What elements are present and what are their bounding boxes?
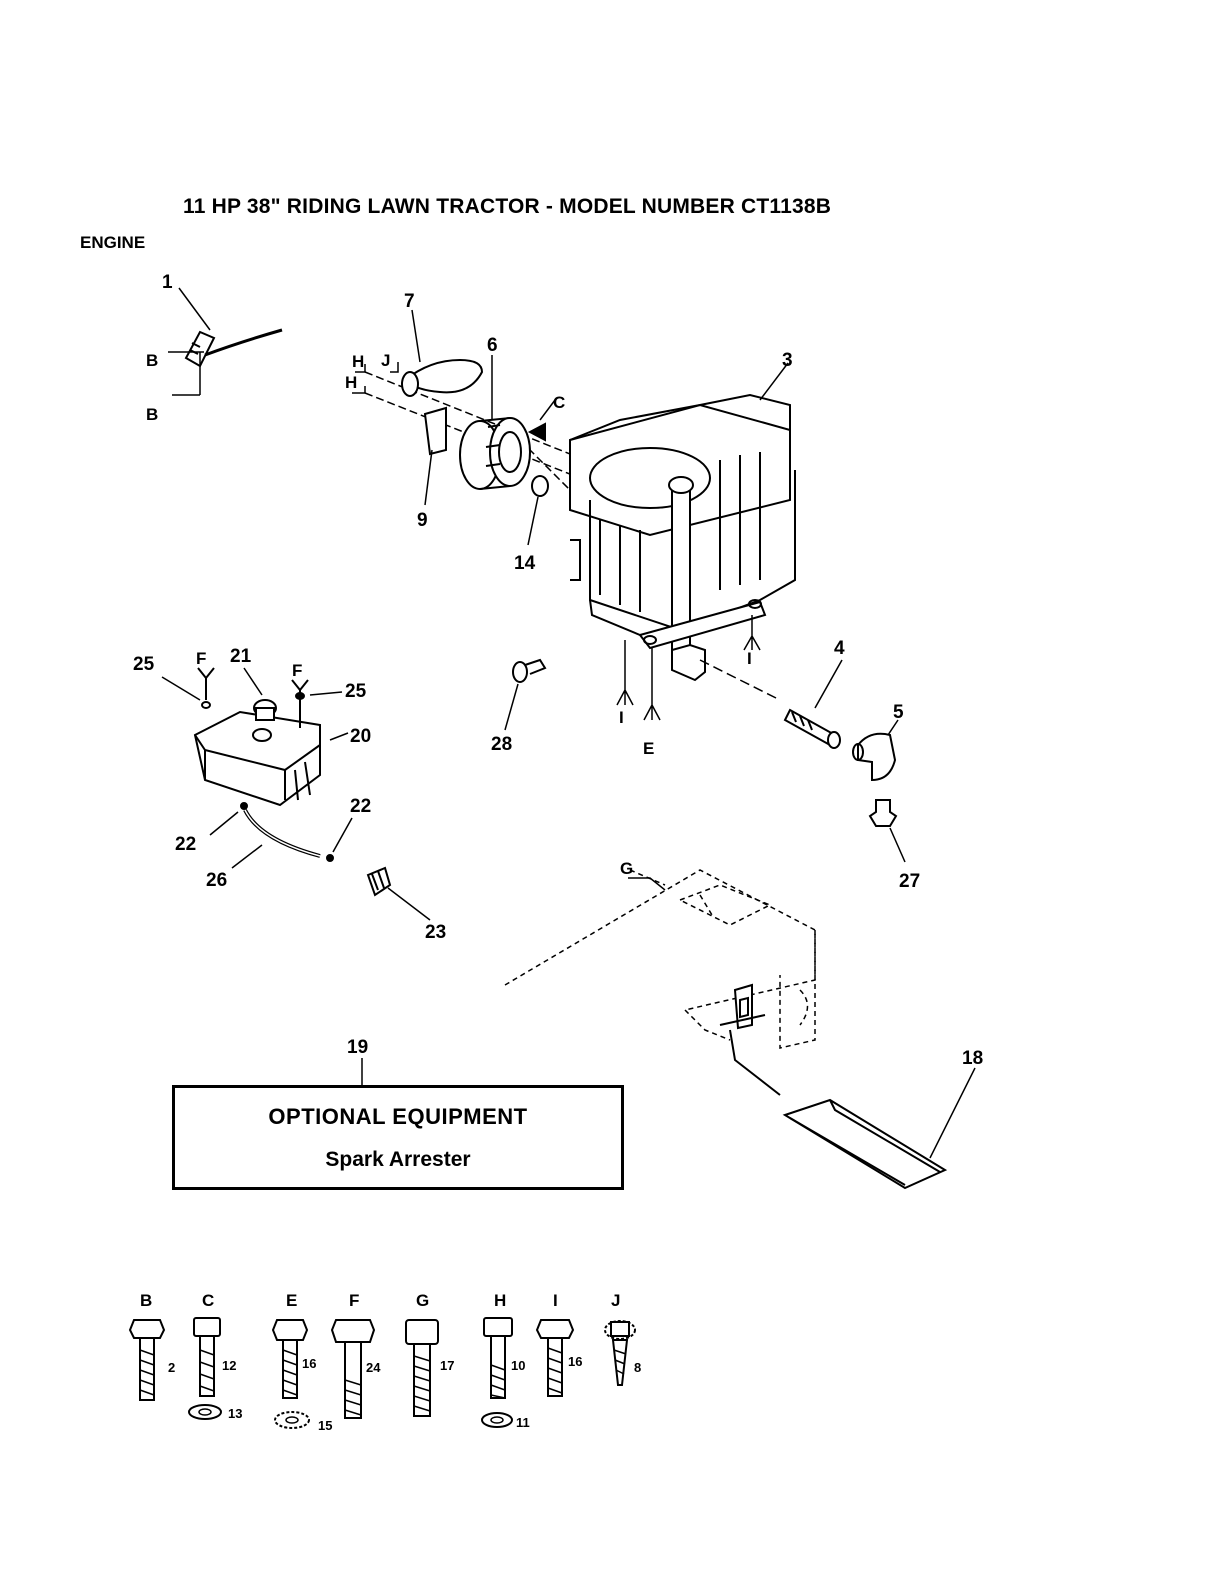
hardware-b-letter: B xyxy=(140,1291,152,1310)
hardware-e-washer: 15 xyxy=(318,1418,332,1433)
elbow-part xyxy=(853,720,898,780)
hardware-e-part: 16 xyxy=(302,1356,316,1371)
hardware-h-letter: H xyxy=(494,1291,506,1310)
hardware-b-part: 2 xyxy=(168,1360,175,1375)
callout-4: 4 xyxy=(834,638,845,659)
throttle-bracket-part xyxy=(168,288,282,395)
hardware-e-letter: E xyxy=(286,1291,297,1310)
callout-25-left: 25 xyxy=(133,654,155,675)
frame-outline xyxy=(505,870,815,1048)
callout-6: 6 xyxy=(487,335,498,356)
letter-b-upper: B xyxy=(146,351,158,370)
letter-i-left: I xyxy=(619,708,624,727)
callout-9: 9 xyxy=(417,510,428,531)
letter-h-upper: H xyxy=(352,352,364,371)
hardware-j: J 8 xyxy=(605,1291,641,1385)
callout-23: 23 xyxy=(425,922,446,943)
hardware-f-letter: F xyxy=(349,1291,359,1310)
hardware-g-letter: G xyxy=(416,1291,429,1310)
hardware-i-part: 16 xyxy=(568,1354,582,1369)
callout-22-left: 22 xyxy=(175,834,196,855)
callout-5: 5 xyxy=(893,702,904,723)
callout-28: 28 xyxy=(491,734,512,755)
callout-18: 18 xyxy=(962,1048,983,1069)
fuel-line-part xyxy=(210,803,352,868)
engine-mount-bracket xyxy=(640,600,765,648)
hardware-h: H 10 11 xyxy=(482,1291,530,1430)
callout-25-right: 25 xyxy=(345,681,367,702)
hardware-f-part: 24 xyxy=(366,1360,381,1375)
pipe-nipple-part xyxy=(785,660,842,748)
hardware-i-letter: I xyxy=(553,1291,558,1310)
callout-3: 3 xyxy=(782,350,793,371)
fitting-part-14 xyxy=(528,476,548,545)
letter-b-lower: B xyxy=(146,405,158,424)
clip-part-28 xyxy=(505,660,545,730)
fuel-tank-part xyxy=(162,668,348,805)
callout-21: 21 xyxy=(230,646,252,667)
hardware-b: B 2 xyxy=(130,1291,175,1400)
letter-c: C xyxy=(553,393,565,412)
callout-1: 1 xyxy=(162,272,173,293)
optional-equipment-item: Spark Arrester xyxy=(175,1148,621,1172)
fuel-filter-part xyxy=(368,868,430,920)
hardware-i: I 16 xyxy=(537,1291,582,1396)
hardware-f: F 24 xyxy=(332,1291,381,1418)
heat-shield-part xyxy=(785,1068,975,1188)
hardware-c-washer: 13 xyxy=(228,1406,242,1421)
letter-g: G xyxy=(620,859,633,878)
hardware-g: G 17 xyxy=(406,1291,454,1416)
hardware-j-part: 8 xyxy=(634,1360,641,1375)
callout-22-right: 22 xyxy=(350,796,371,817)
hardware-key: B 2 C 12 13 E 16 15 F xyxy=(130,1291,641,1433)
hardware-h-washer: 11 xyxy=(516,1415,530,1430)
hardware-j-letter: J xyxy=(611,1291,620,1310)
hardware-c-letter: C xyxy=(202,1291,214,1310)
bracket-part xyxy=(425,408,446,505)
letter-f-right: F xyxy=(292,661,302,680)
callout-20: 20 xyxy=(350,726,371,747)
spark-plug-cap-part xyxy=(870,800,905,862)
hardware-h-part: 10 xyxy=(511,1358,525,1373)
hardware-c-part: 12 xyxy=(222,1358,236,1373)
air-cleaner-cover-part xyxy=(402,310,482,396)
letter-i-right: I xyxy=(747,649,752,668)
letter-j: J xyxy=(381,351,390,370)
letter-h-lower: H xyxy=(345,373,357,392)
callout-27: 27 xyxy=(899,871,920,892)
letter-e: E xyxy=(643,739,654,758)
callout-26: 26 xyxy=(206,870,227,891)
callout-7: 7 xyxy=(404,291,415,312)
callout-19: 19 xyxy=(347,1037,368,1058)
callout-14: 14 xyxy=(514,553,536,574)
hardware-e: E 16 15 xyxy=(273,1291,332,1433)
hardware-c: C 12 13 xyxy=(189,1291,242,1421)
letter-f-left: F xyxy=(196,649,206,668)
hardware-g-part: 17 xyxy=(440,1358,454,1373)
optional-equipment-box: OPTIONAL EQUIPMENT Spark Arrester xyxy=(172,1085,624,1190)
optional-equipment-heading: OPTIONAL EQUIPMENT xyxy=(175,1104,621,1130)
